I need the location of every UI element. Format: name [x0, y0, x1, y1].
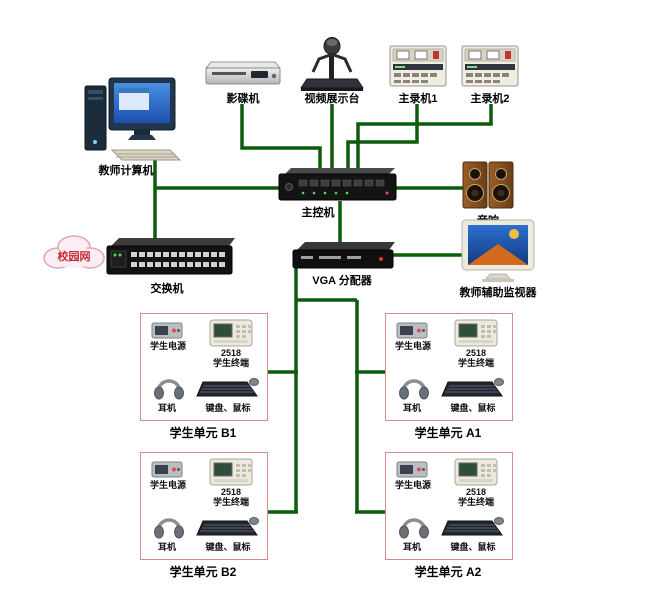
visual-presenter-icon: [300, 37, 364, 91]
keyboard-mouse-label: 键盘、鼠标: [450, 403, 496, 413]
teacher-monitor-icon: [461, 219, 535, 282]
recorder-1-icon: [389, 45, 447, 87]
wire-dvd-to-controller: [240, 104, 322, 174]
student-unit-a1: 学生电源 2518 学生终端 耳机 键盘、鼠标: [385, 313, 513, 421]
terminal-label: 学生终端: [457, 358, 494, 368]
terminal-model-label: 2518: [220, 348, 242, 358]
recorder-2-icon: [461, 45, 519, 87]
student-power-label: 学生电源: [394, 480, 431, 490]
headphones-label: 耳机: [157, 403, 176, 413]
wire-recorder2-to-controller: [356, 104, 493, 174]
headphones-icon: [152, 379, 186, 400]
keyboard-mouse-icon: [441, 378, 504, 397]
headphones-label: 耳机: [157, 542, 176, 552]
student-unit-a1-label: 学生单元 A1: [414, 426, 482, 440]
keyboard-mouse-label: 键盘、鼠标: [450, 542, 496, 552]
dvd-player-label: 影碟机: [226, 93, 260, 105]
student-power-label: 学生电源: [149, 341, 186, 351]
terminal-model-label: 2518: [465, 487, 487, 497]
keyboard-mouse-icon: [196, 517, 259, 536]
student-unit-b2-label: 学生单元 B2: [169, 565, 237, 579]
speakers-icon: [462, 161, 514, 209]
student-power-icon: [396, 322, 428, 339]
switch-label: 交换机: [150, 283, 184, 295]
network-switch-icon: [106, 238, 235, 275]
student-unit-b1-label: 学生单元 B1: [169, 426, 237, 440]
terminal-label: 学生终端: [212, 497, 249, 507]
keyboard-mouse-icon: [196, 378, 259, 397]
keyboard-mouse-label: 键盘、鼠标: [205, 542, 251, 552]
headphones-icon: [397, 518, 431, 539]
vga-splitter-label: VGA 分配器: [312, 275, 372, 287]
student-terminal-icon: [209, 458, 253, 486]
terminal-label: 学生终端: [212, 358, 249, 368]
campus-network-cloud: 校园网: [43, 235, 105, 269]
student-power-icon: [151, 461, 183, 478]
vga-splitter-icon: [292, 242, 395, 269]
terminal-model-label: 2518: [465, 348, 487, 358]
teacher-computer-icon: [84, 77, 182, 161]
student-terminal-icon: [454, 458, 498, 486]
student-unit-b2: 学生电源 2518 学生终端 耳机 键盘、鼠标: [140, 452, 268, 560]
student-unit-a2-label: 学生单元 A2: [414, 565, 482, 579]
headphones-icon: [397, 379, 431, 400]
terminal-model-label: 2518: [220, 487, 242, 497]
headphones-label: 耳机: [402, 542, 421, 552]
teacher-monitor-label: 教师辅助监视器: [459, 287, 537, 299]
recorder-2-label: 主录机2: [470, 93, 510, 105]
student-power-icon: [151, 322, 183, 339]
student-unit-a2: 学生电源 2518 学生终端 耳机 键盘、鼠标: [385, 452, 513, 560]
headphones-label: 耳机: [402, 403, 421, 413]
student-power-icon: [396, 461, 428, 478]
terminal-label: 学生终端: [457, 497, 494, 507]
visual-presenter-label: 视频展示台: [304, 93, 360, 105]
dvd-player-icon: [204, 61, 282, 85]
student-power-label: 学生电源: [394, 341, 431, 351]
main-controller-icon: [278, 168, 397, 201]
headphones-icon: [152, 518, 186, 539]
student-terminal-icon: [209, 319, 253, 347]
student-unit-b1: 学生电源 2518 学生终端 耳机 键盘、鼠标: [140, 313, 268, 421]
keyboard-mouse-label: 键盘、鼠标: [205, 403, 251, 413]
campus-network-label: 校园网: [58, 249, 91, 263]
recorder-1-label: 主录机1: [398, 93, 438, 105]
student-power-label: 学生电源: [149, 480, 186, 490]
student-terminal-icon: [454, 319, 498, 347]
teacher-computer-label: 教师计算机: [98, 165, 154, 177]
main-controller-label: 主控机: [301, 207, 335, 219]
keyboard-mouse-icon: [441, 517, 504, 536]
